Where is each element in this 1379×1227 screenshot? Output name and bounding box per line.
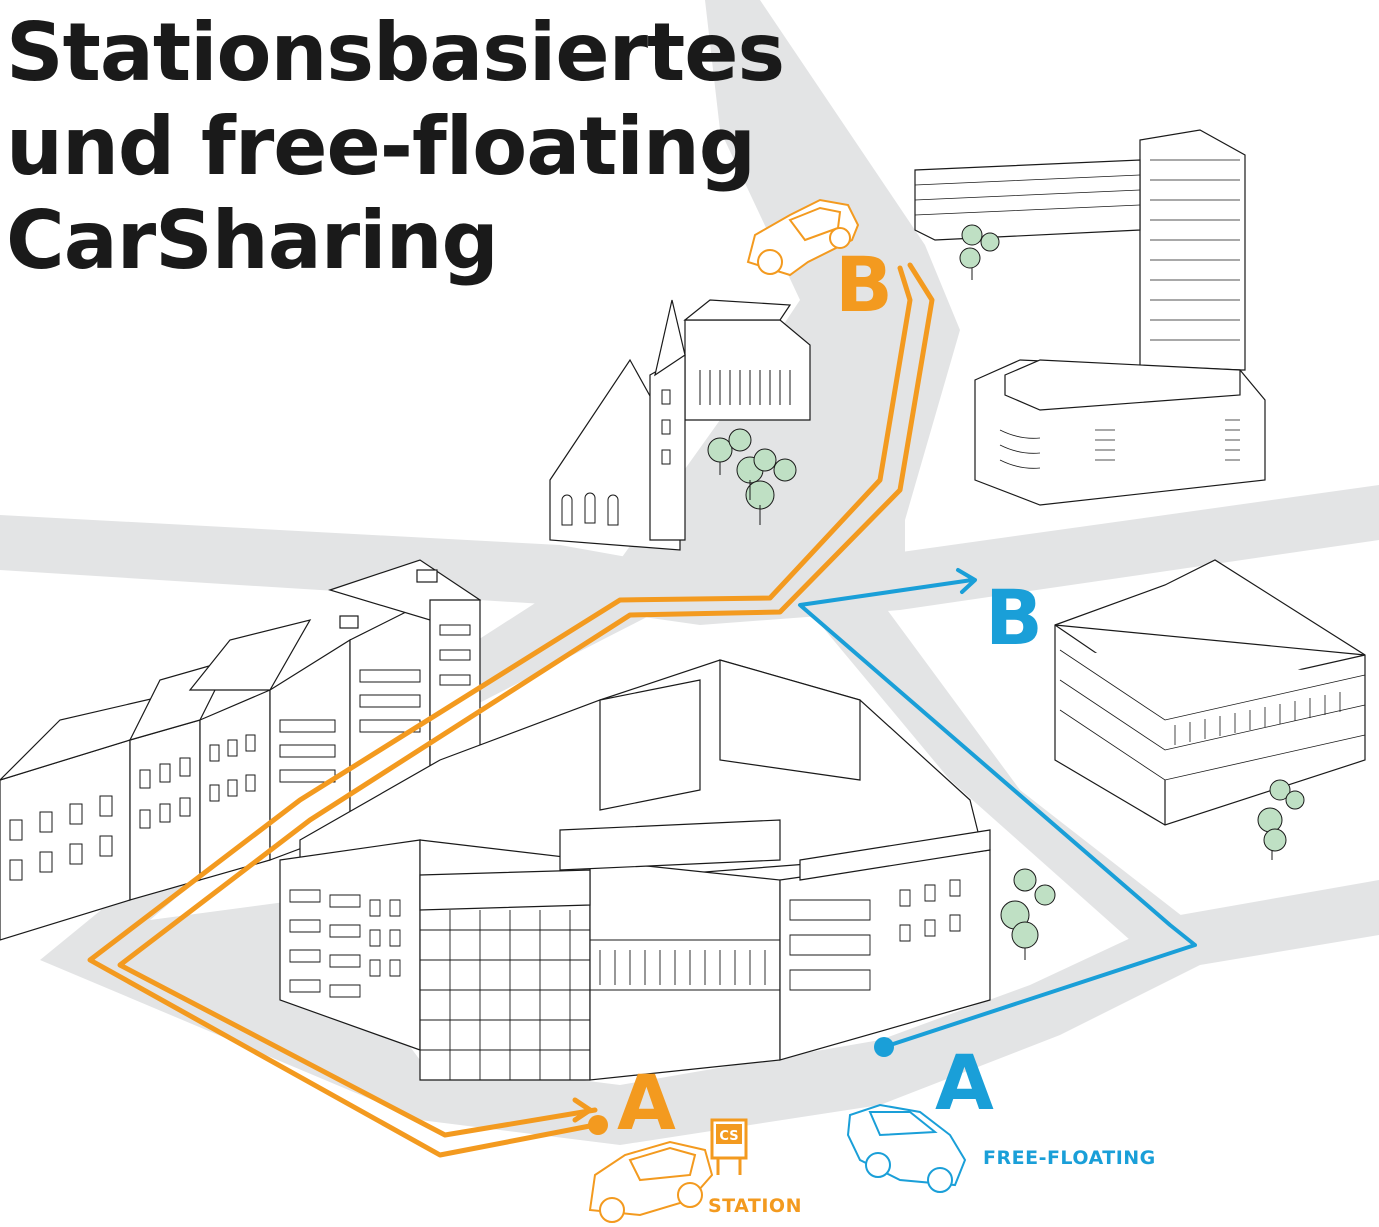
free-floating-route-line bbox=[798, 578, 1197, 1049]
car-station-b bbox=[746, 198, 860, 277]
road-east-branch bbox=[800, 600, 1200, 940]
title-line-3: CarSharing bbox=[6, 194, 499, 287]
station-route-line-outer bbox=[87, 265, 913, 1158]
trees bbox=[707, 224, 1305, 960]
tree-group-tower bbox=[959, 224, 1000, 280]
building-church bbox=[549, 299, 811, 551]
cs-station-sign: CS bbox=[710, 1118, 748, 1175]
building-central-block bbox=[279, 659, 991, 1081]
building-office bbox=[1054, 559, 1366, 826]
cs-sign-text: CS bbox=[719, 1129, 738, 1144]
station-start-label: A bbox=[617, 1058, 676, 1147]
tree-group-church bbox=[707, 428, 797, 525]
free-floating-arrowhead bbox=[956, 568, 977, 594]
page-title: Stationsbasiertes und free-floating CarS… bbox=[6, 6, 785, 288]
station-start-dot bbox=[588, 1115, 608, 1135]
station-end-label: B bbox=[835, 240, 893, 329]
buildings bbox=[0, 129, 1366, 1081]
station-route bbox=[87, 262, 935, 1158]
free-floating-start-dot bbox=[874, 1037, 894, 1057]
station-route-line-inner bbox=[117, 262, 935, 1138]
free-floating-start-label: A bbox=[935, 1038, 994, 1127]
free-floating-route bbox=[798, 568, 1197, 1049]
car-station-a bbox=[588, 1140, 714, 1223]
car-free-floating bbox=[846, 1103, 967, 1193]
title-line-1: Stationsbasiertes bbox=[6, 6, 785, 99]
road-north bbox=[620, 0, 960, 600]
free-floating-end-label: B bbox=[985, 573, 1043, 662]
building-tower bbox=[914, 129, 1266, 506]
free-floating-caption: FREE-FLOATING bbox=[983, 1147, 1156, 1169]
title-line-2: und free-floating bbox=[6, 100, 756, 193]
tree-group-office bbox=[1257, 779, 1305, 860]
tree-group-center bbox=[1000, 868, 1056, 960]
station-arrowhead bbox=[572, 1097, 593, 1123]
station-caption: STATION bbox=[708, 1195, 802, 1217]
